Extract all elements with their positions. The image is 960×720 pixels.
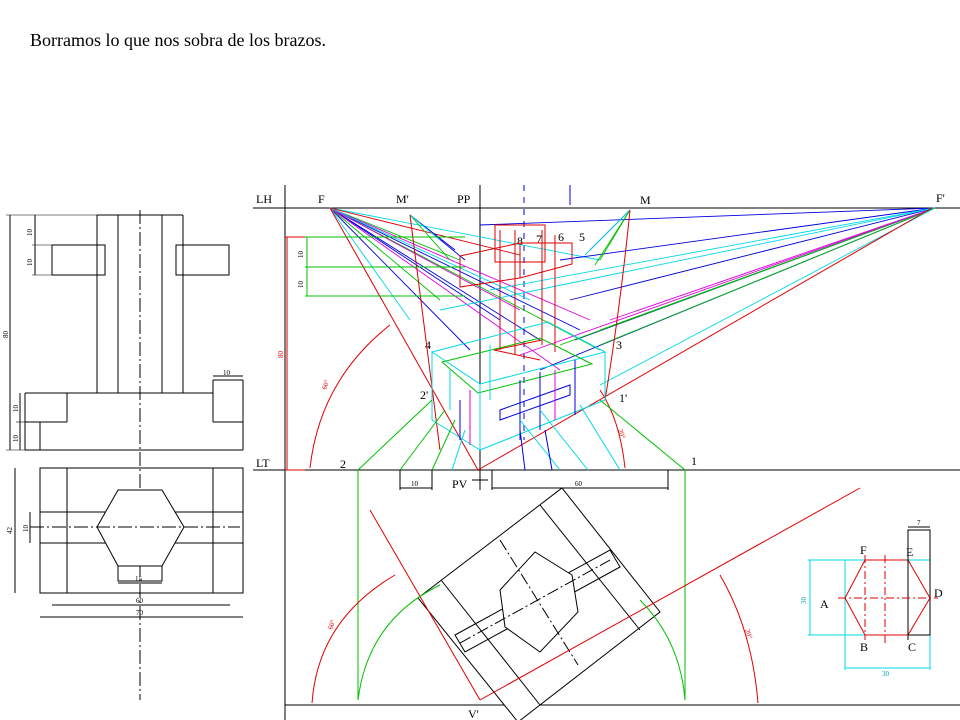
label-f: F: [318, 192, 325, 206]
rotated-plan-construction: [311, 487, 861, 704]
dim-10-c: 10: [223, 369, 231, 377]
hex-dim-30-horizontal: 30: [882, 670, 890, 678]
label-6: 6: [558, 230, 564, 244]
dim-10-a: 10: [26, 229, 34, 237]
ground-dimensions: [399, 470, 669, 490]
label-2: 2: [340, 457, 346, 471]
slide-title: Borramos lo que nos sobra de los brazos.: [30, 30, 326, 50]
base-block-perspective: [430, 321, 607, 451]
hex-label-b: B: [860, 640, 868, 654]
blue-projection-lines: [519, 429, 553, 471]
label-5: 5: [579, 230, 585, 244]
hex-label-c: C: [908, 640, 916, 654]
dim-60: 60: [136, 597, 144, 605]
persp-dim-10-b: 10: [297, 281, 305, 289]
hex-label-e: E: [906, 545, 913, 559]
dim-70: 70: [136, 609, 144, 617]
persp-dim-10-a: 10: [297, 251, 305, 259]
label-pv: PV: [452, 477, 468, 491]
label-fp: F': [936, 191, 945, 205]
dim-10-f: 10: [22, 525, 30, 533]
hexagon-construction: [808, 526, 938, 670]
label-vp: V': [468, 707, 479, 720]
angle-20-lower: 20°: [743, 628, 754, 640]
hex-label-a: A: [820, 597, 829, 611]
green-dimensions: [305, 236, 465, 297]
label-2p: 2': [420, 388, 428, 402]
label-7: 7: [536, 232, 542, 246]
cyan-projection-lines: [451, 404, 621, 471]
label-3: 3: [616, 338, 622, 352]
label-lt: LT: [256, 456, 270, 470]
hex-dim-30-vertical: 30: [800, 597, 808, 605]
green-projection-lines: [357, 399, 686, 700]
elevation-view: [6, 210, 244, 700]
plan-view: [14, 467, 244, 618]
label-mp: M': [396, 192, 409, 206]
dim-80: 80: [2, 331, 10, 339]
label-8: 8: [517, 234, 523, 248]
hex-label-d: D: [934, 586, 943, 600]
dim-15: 15: [135, 575, 143, 583]
angle-60-upper: 60°: [320, 379, 331, 391]
ground-dim-60: 60: [575, 480, 583, 488]
dim-10-b: 10: [26, 259, 34, 267]
hex-dim-7: 7: [917, 519, 921, 527]
hex-label-f: F: [860, 543, 867, 557]
dim-10-e: 10: [12, 435, 20, 443]
rays-from-fp: [439, 207, 936, 386]
label-1: 1: [691, 454, 697, 468]
rotated-plan: [417, 487, 661, 720]
dim-10-d: 10: [12, 405, 20, 413]
label-4: 4: [425, 338, 431, 352]
label-1p: 1': [619, 391, 627, 405]
blue-center-dashes: [523, 185, 571, 440]
red-construction: [285, 207, 933, 471]
persp-dim-80: 80: [277, 351, 285, 359]
label-m: M: [640, 193, 651, 207]
angle-20-upper: 20°: [616, 428, 627, 440]
dim-42: 42: [6, 527, 14, 535]
ground-dim-10: 10: [411, 480, 419, 488]
label-lh: LH: [256, 192, 272, 206]
label-pp: PP: [457, 192, 471, 206]
angle-60-lower: 60°: [326, 619, 337, 631]
